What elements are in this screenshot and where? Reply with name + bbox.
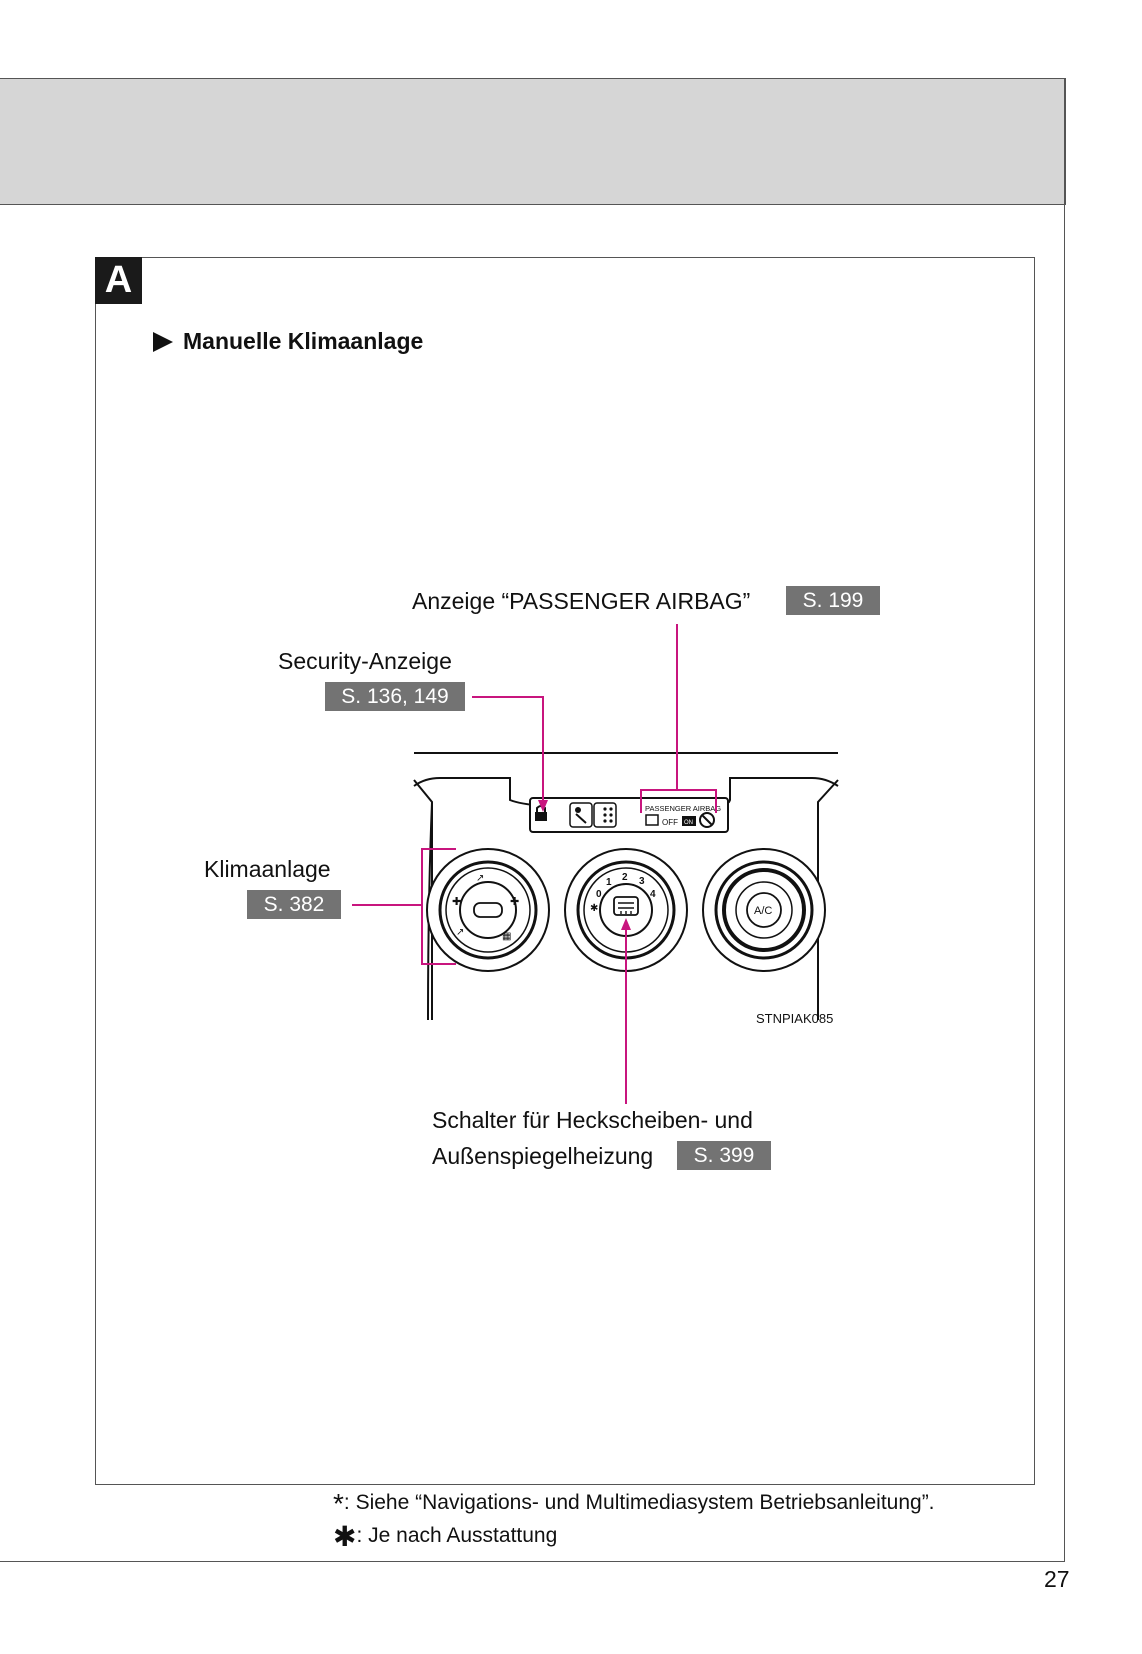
airbag-on-text: ON (684, 820, 693, 826)
airbag-off-icon (645, 814, 659, 826)
ac-button-label: A/C (754, 905, 772, 917)
footnote-1: *: Siehe “Navigations- und Multimediasys… (333, 1488, 935, 1520)
page-right-rule (1064, 78, 1065, 1562)
fan-speed-2: 2 (622, 872, 628, 883)
leader-arrowheads (538, 800, 631, 930)
airbag-off-text: OFF (662, 818, 678, 827)
security-page-ref[interactable]: S. 136, 149 (325, 682, 465, 711)
rear-defogger-button[interactable] (613, 896, 639, 916)
fan-speed-knob[interactable]: 0 1 2 3 4 ✱ (564, 848, 688, 972)
defogger-label-line1: Schalter für Heckscheiben- und (432, 1107, 753, 1133)
fan-speed-0: 0 (596, 889, 602, 900)
section-heading: Manuelle Klimaanlage (153, 328, 423, 355)
section-badge: A (95, 257, 142, 304)
defogger-label-line2: Außenspiegelheizung (432, 1143, 654, 1169)
svg-text:↗: ↗ (476, 873, 484, 884)
indicator-strip (529, 797, 729, 833)
footnote-2: ✱: Je nach Ausstattung (333, 1520, 557, 1553)
airbag-indicator-label: Anzeige “PASSENGER AIRBAG” (412, 588, 751, 614)
airbag-page-ref[interactable]: S. 199 (786, 586, 880, 615)
passenger-airbag-off-icon (699, 812, 715, 828)
fan-speed-4: 4 (650, 889, 656, 900)
star-asterisk-icon: ✱ (333, 1521, 357, 1552)
seatbelt-indicator-icon (569, 802, 617, 828)
svg-text:✚: ✚ (510, 896, 519, 908)
page-bottom-rule (0, 1561, 1065, 1562)
security-arrowhead-icon (538, 800, 548, 812)
fan-speed-1: 1 (606, 877, 612, 888)
section-heading-text: Manuelle Klimaanlage (183, 328, 424, 354)
asterisk-icon: * (333, 1488, 344, 1519)
passenger-airbag-indicator-text: PASSENGER AIRBAG (645, 804, 721, 813)
ac-button[interactable]: A/C (746, 892, 782, 928)
section-frame (95, 257, 1035, 1485)
defogger-arrowhead-icon (621, 918, 631, 930)
leader-lines (352, 624, 717, 1104)
svg-text:↗: ↗ (456, 927, 464, 938)
footnote-1-text: : Siehe “Navigations- und Multimediasyst… (343, 1491, 935, 1514)
air-outlet-mode-knob[interactable]: ✚ ✚ ↗ ▦ ↗ (426, 848, 550, 972)
defogger-page-ref[interactable]: S. 399 (677, 1141, 771, 1170)
security-indicator-label: Security-Anzeige (278, 648, 452, 674)
svg-text:✱: ✱ (590, 903, 598, 914)
svg-text:▦: ▦ (502, 931, 511, 942)
fan-speed-3: 3 (639, 876, 645, 887)
climate-page-ref[interactable]: S. 382 (247, 890, 341, 919)
triangle-bullet-icon (153, 332, 173, 352)
svg-text:✚: ✚ (452, 896, 461, 908)
page-number: 27 (1044, 1566, 1070, 1592)
footnote-2-text: : Je nach Ausstattung (356, 1524, 558, 1547)
illustration-code: STNPIAK085 (756, 1011, 833, 1026)
header-band (0, 78, 1066, 205)
climate-control-label: Klimaanlage (204, 856, 331, 882)
airbag-on-icon (682, 816, 696, 826)
